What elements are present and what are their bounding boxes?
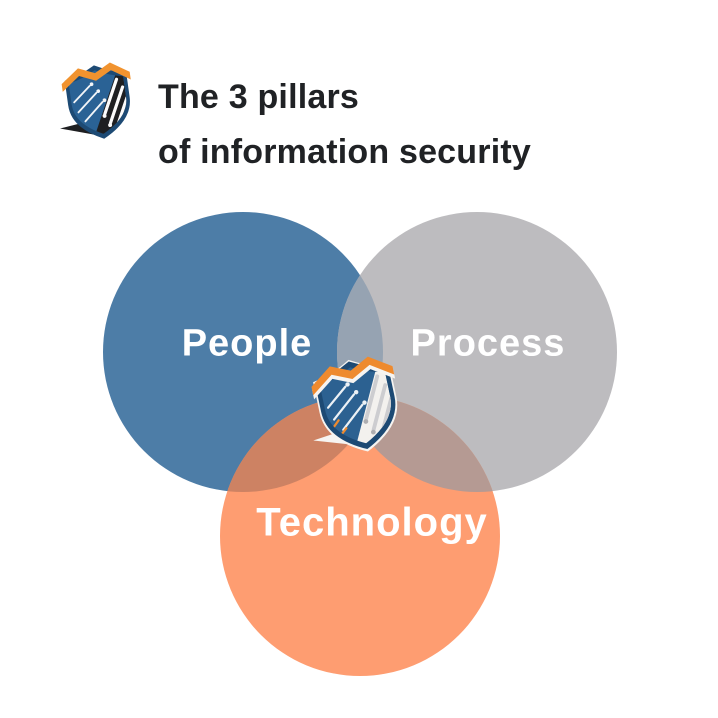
venn-label-people: People bbox=[181, 322, 313, 365]
venn-label-process: Process bbox=[410, 322, 566, 365]
page-title: The 3 pillars of information security bbox=[158, 70, 531, 180]
center-shield-logo bbox=[310, 352, 406, 456]
venn-label-technology: Technology bbox=[256, 500, 488, 545]
title-line-1: The 3 pillars bbox=[158, 78, 360, 116]
process-technology-overlap bbox=[337, 396, 500, 492]
shield-circuit-icon bbox=[311, 356, 399, 452]
people-technology-overlap bbox=[220, 396, 383, 492]
brand-shield-logo bbox=[60, 58, 138, 144]
shield-circuit-icon bbox=[60, 62, 131, 139]
title-line-2: of information security bbox=[158, 133, 531, 171]
